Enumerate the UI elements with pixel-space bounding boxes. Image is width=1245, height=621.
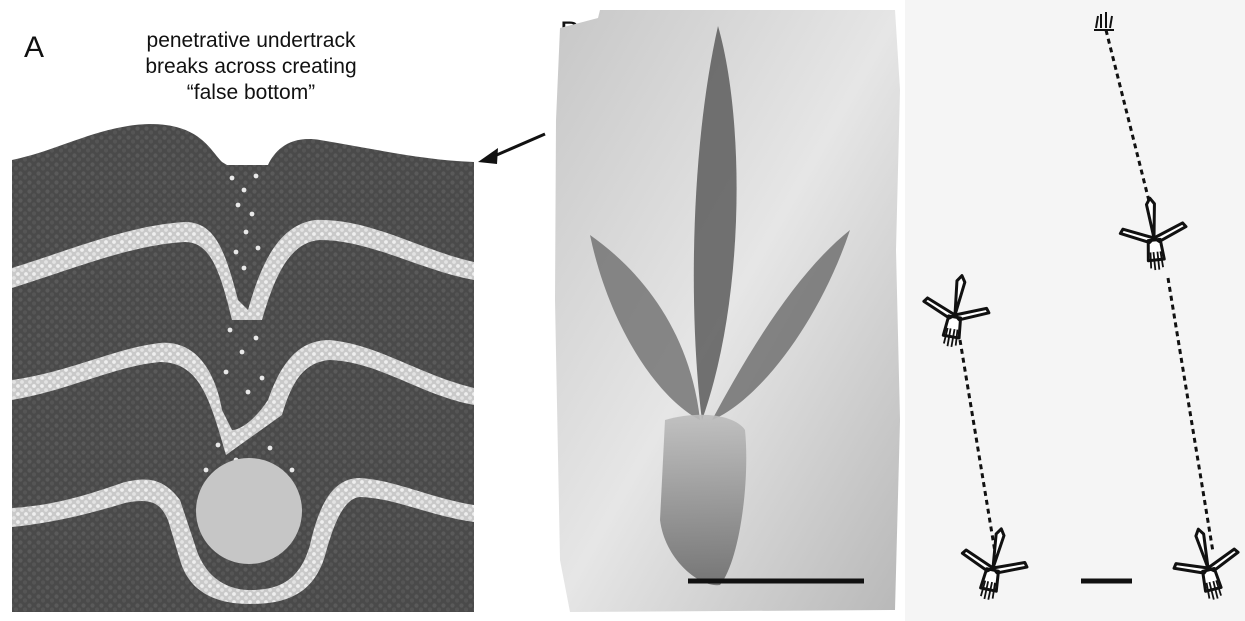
panel-a-label: A: [24, 31, 44, 64]
arrow-icon: [478, 134, 545, 164]
indenter-disc: [196, 458, 302, 564]
annotation-line-3: “false bottom”: [187, 81, 315, 104]
annotation-line-1: penetrative undertrack: [147, 29, 356, 52]
panel-a: A penetrative undertrack breaks across c…: [12, 29, 545, 612]
panel-a-annotation: penetrative undertrack breaks across cre…: [145, 29, 356, 104]
annotation-line-2: breaks across creating: [145, 55, 356, 78]
panel-b: B: [552, 0, 1245, 621]
